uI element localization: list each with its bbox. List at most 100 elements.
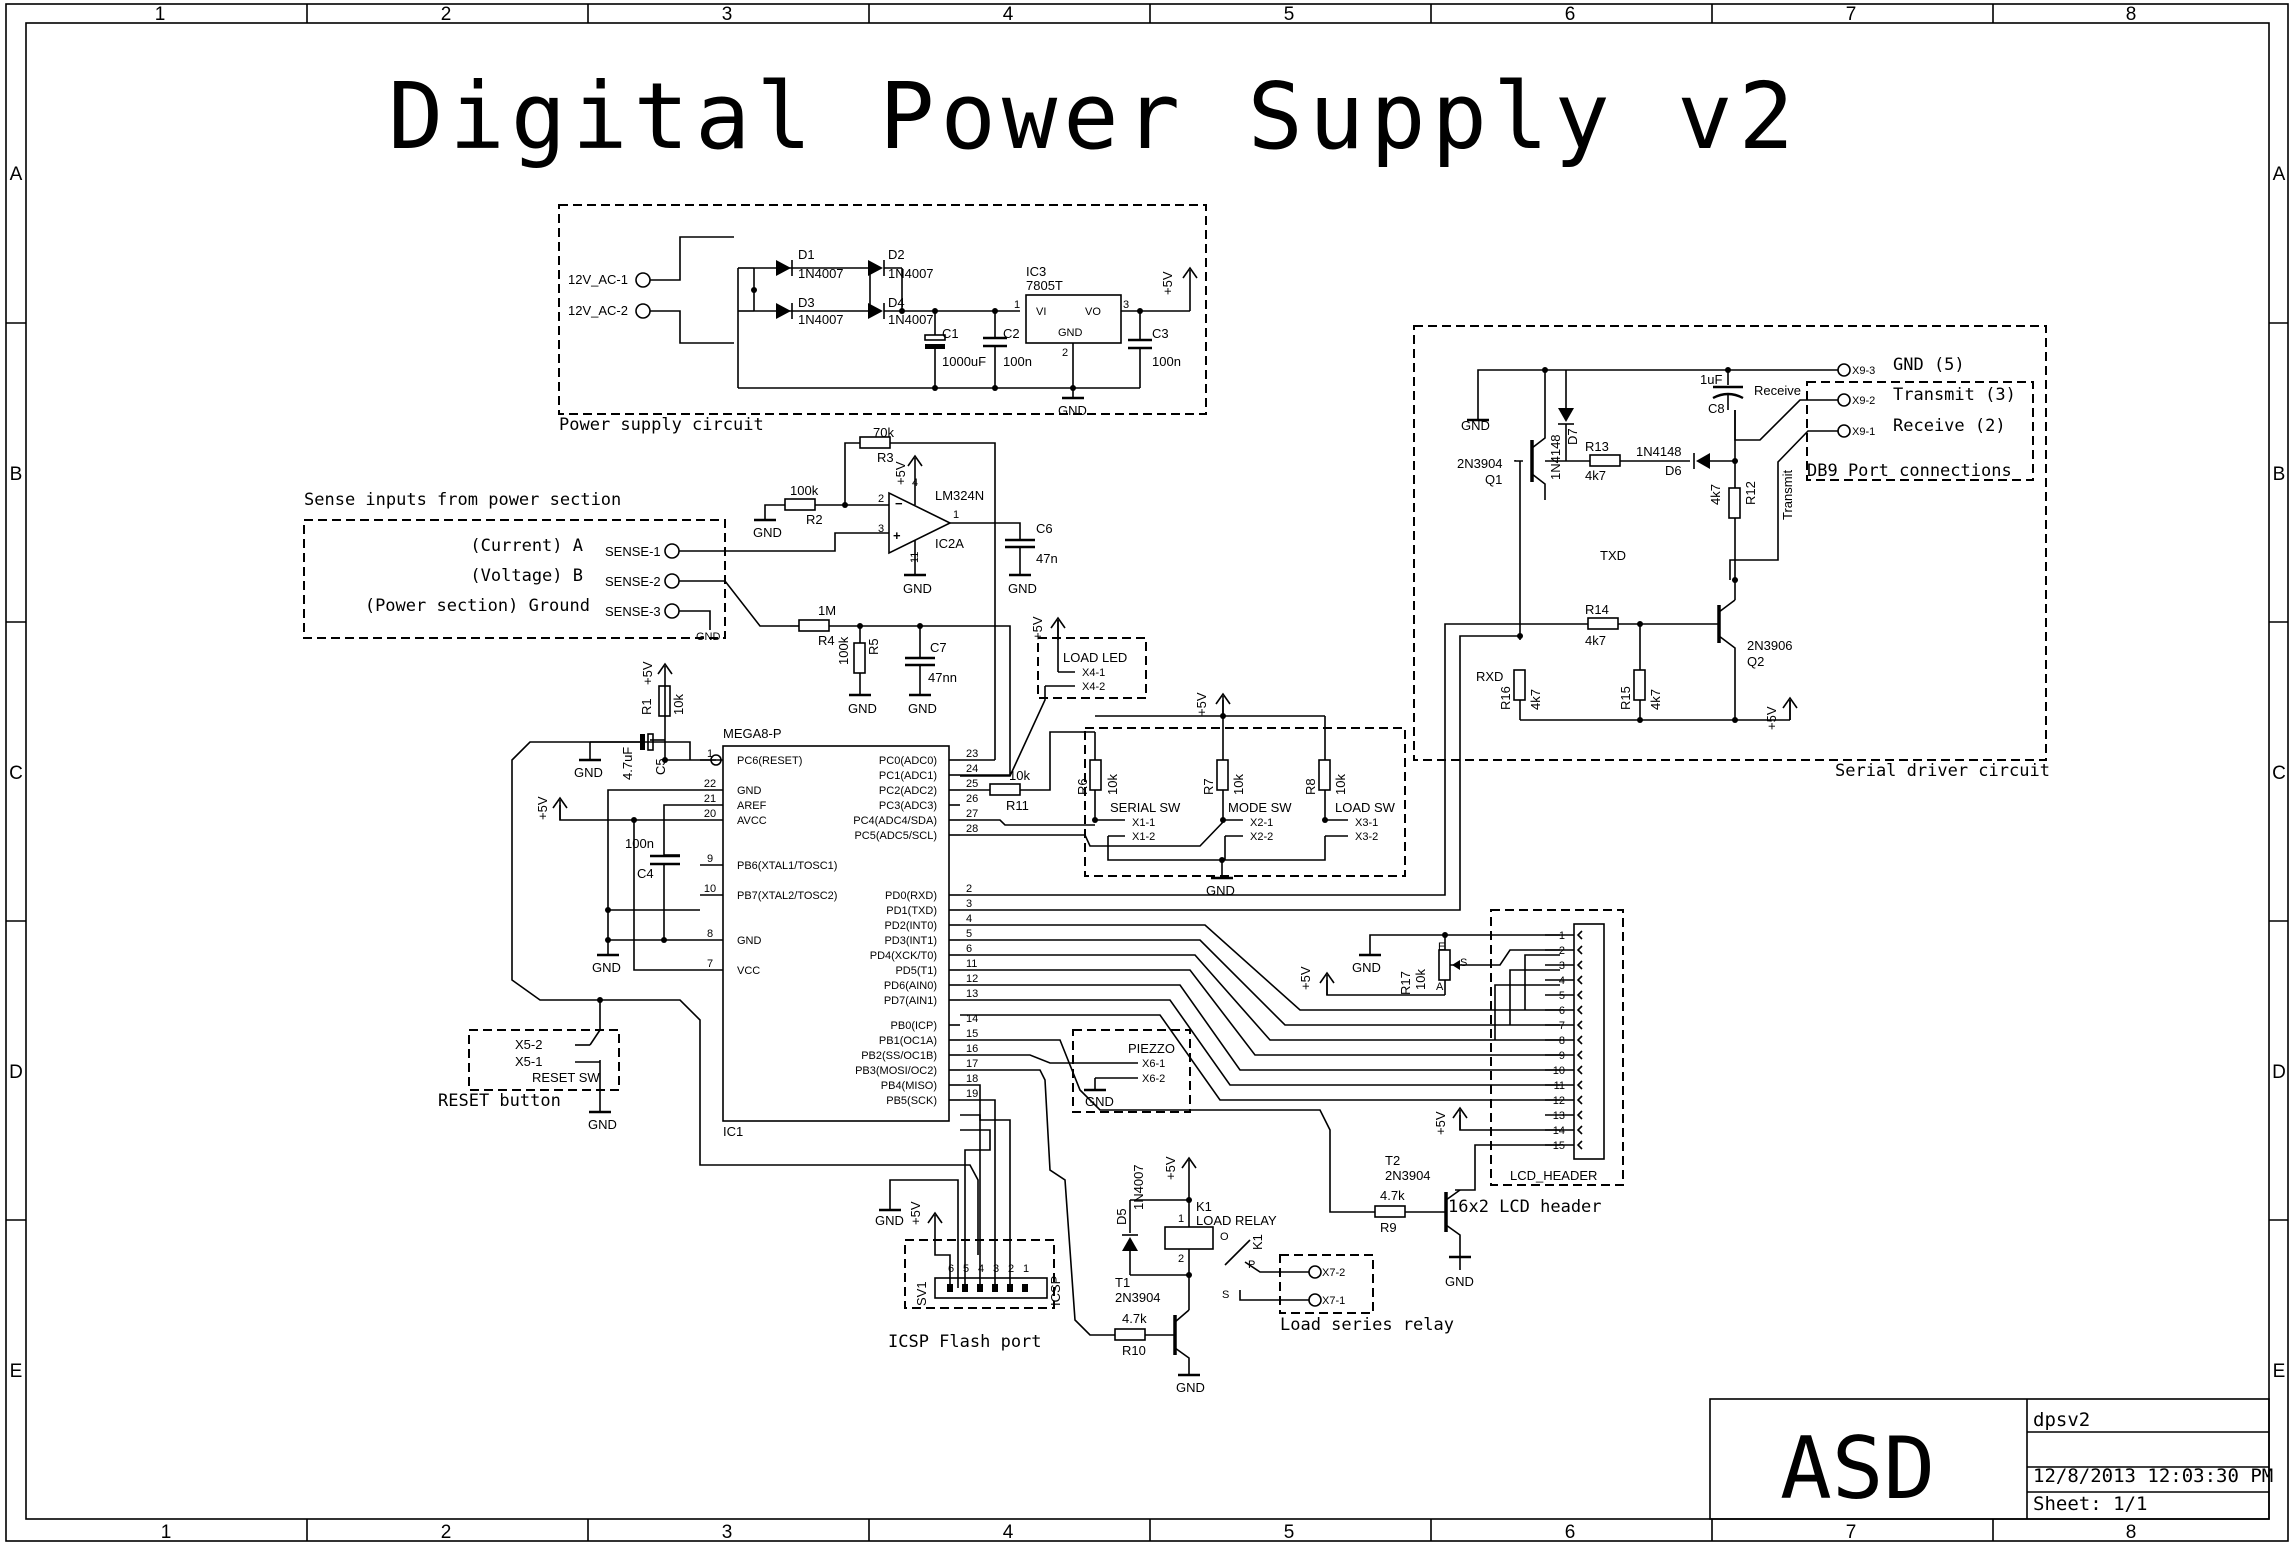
piezo-gnd-label: GND: [1085, 1094, 1114, 1109]
col-label-bottom-6: 6: [1565, 1522, 1576, 1543]
q1-ref: Q1: [1485, 472, 1502, 487]
d1-value: 1N4007: [798, 266, 844, 281]
sense-gnd-label: GND: [696, 631, 721, 643]
load-sw-label: LOAD SW: [1335, 800, 1396, 815]
lcd-bl-vcc-label: +5V: [1433, 1111, 1448, 1135]
mcu-right-pin-num: 12: [966, 973, 978, 985]
r15-value: 4k7: [1648, 689, 1663, 710]
c2-value: 100n: [1003, 354, 1032, 369]
lcd-pin-mark: [1576, 1020, 1583, 1030]
r8-value: 10k: [1333, 774, 1348, 795]
r1-vcc-label: +5V: [640, 661, 655, 685]
lcd-pin-num: 12: [1553, 1095, 1565, 1107]
r10-ref: R10: [1122, 1343, 1146, 1358]
r5-ref: R5: [866, 638, 881, 655]
mcu-right-pin-name: PC2(ADC2): [879, 785, 937, 797]
mcu-right-pin-name: PC5(ADC5/SCL): [854, 830, 937, 842]
q2-ref: Q2: [1747, 654, 1764, 669]
ic3-pin3: 3: [1123, 299, 1129, 311]
r14-value: 4k7: [1585, 633, 1606, 648]
r14-ref: R14: [1585, 602, 1609, 617]
mcu-right-pin-num: 15: [966, 1028, 978, 1040]
d6-ref: D6: [1665, 463, 1682, 478]
mode-sw-label: MODE SW: [1228, 800, 1292, 815]
r10-value: 4.7k: [1122, 1311, 1147, 1326]
title-block-logo: ASD: [1780, 1419, 1935, 1519]
r7-ref: R7: [1201, 778, 1216, 795]
title-block-name: dpsv2: [2033, 1409, 2090, 1431]
col-label-top-5: 5: [1284, 4, 1295, 25]
r17-ref: R17: [1398, 971, 1413, 995]
mcu-right-pin-name: PD6(AIN0): [884, 980, 937, 992]
lcd-pin-num: 10: [1553, 1065, 1565, 1077]
relay-vcc-label: +5V: [1163, 1156, 1178, 1180]
mcu-right-pin-name: PB1(OC1A): [879, 1035, 937, 1047]
row-label-right-d: D: [2272, 1062, 2286, 1083]
c6-ref: C6: [1036, 521, 1053, 536]
x62-label: X6-2: [1142, 1073, 1165, 1085]
lcd-pin-mark: [1576, 1005, 1583, 1015]
mcu-left-pin-name: PC6(RESET): [737, 755, 802, 767]
lcd-pin-mark: [1576, 975, 1583, 985]
col-label-bottom-3: 3: [722, 1522, 733, 1543]
icsp-pin-pad: [1022, 1284, 1028, 1292]
ac2-label: 12V_AC-2: [568, 303, 628, 318]
mcu-right-pin-num: 26: [966, 793, 978, 805]
x12-label: X1-2: [1132, 831, 1155, 843]
q1-value: 2N3904: [1457, 456, 1503, 471]
c7-gnd-label: GND: [908, 701, 937, 716]
mcu-left-pin-num: 1: [707, 748, 713, 760]
lcd-pin-mark: [1576, 960, 1583, 970]
drawing-frame: 1 2 3 4 5 6 7 8 1 2 3 4 5 6 7 8 A B C D …: [5, 3, 2289, 1543]
txd-net-label: TXD: [1600, 548, 1626, 563]
lcd-header-ref: LCD_HEADER: [1510, 1168, 1597, 1183]
k1-contact-ref: K1: [1250, 1234, 1265, 1250]
r1-ref: R1: [639, 698, 654, 715]
mcu-gnd-label: GND: [592, 960, 621, 975]
r2-value: 100k: [790, 483, 819, 498]
mcu-right-pin-num: 4: [966, 913, 972, 925]
title-block-date: 12/8/2013 12:03:30 PM: [2033, 1465, 2273, 1487]
lcd-pin-num: 2: [1559, 945, 1565, 957]
t1-ref: T1: [1115, 1275, 1130, 1290]
x32-label: X3-2: [1355, 831, 1378, 843]
k1c-s-label: S: [1222, 1289, 1229, 1301]
r11-value: 10k: [1009, 768, 1030, 783]
mcu-right-pin-name: PD3(INT1): [884, 935, 937, 947]
k1-pin1: 1: [1178, 1213, 1184, 1225]
serial-sw-label: SERIAL SW: [1110, 800, 1181, 815]
mcu-right-pin-name: PB2(SS/OC1B): [861, 1050, 937, 1062]
r2-ref: R2: [806, 512, 823, 527]
col-label-top-4: 4: [1003, 4, 1014, 25]
mcu-right-pin-num: 14: [966, 1013, 978, 1025]
ic3-pin1: 1: [1014, 299, 1020, 311]
d2-ref: D2: [888, 247, 905, 262]
mcu-name: MEGA8-P: [723, 726, 782, 741]
mcu-right-pin-name: PC1(ADC1): [879, 770, 937, 782]
r12-value: 4k7: [1708, 484, 1723, 505]
c7-value: 47nn: [928, 670, 957, 685]
lcd-pin-num: 11: [1554, 1080, 1565, 1092]
col-label-bottom-1: 1: [161, 1522, 172, 1543]
r4-ref: R4: [818, 633, 835, 648]
c1-value: 1000uF: [942, 354, 986, 369]
lcd-pin-mark: [1576, 930, 1583, 940]
power-supply-circuit: Power supply circuit 12V_AC-1 12V_AC-2 D…: [558, 204, 1207, 435]
mcu-left-pin-num: 9: [707, 853, 713, 865]
c4-value: 100n: [625, 836, 654, 851]
mcu-right-pin-num: 16: [966, 1043, 978, 1055]
x91-label: X9-1: [1852, 426, 1875, 438]
sw-vcc-label: +5V: [1194, 692, 1209, 716]
mcu-left-pin-num: 10: [704, 883, 716, 895]
c7-ref: C7: [930, 640, 947, 655]
icsp-section-label: ICSP Flash port: [888, 1332, 1042, 1352]
sense-ground-label: (Power section) Ground: [365, 596, 590, 616]
d7-ref: D7: [1565, 428, 1580, 445]
power-supply-label: Power supply circuit: [559, 415, 764, 435]
sense-voltage-label: (Voltage) B: [470, 566, 583, 586]
d3-value: 1N4007: [798, 312, 844, 327]
r7-value: 10k: [1231, 774, 1246, 795]
mcu-right-pin-num: 3: [966, 898, 972, 910]
sv1-ref: SV1: [914, 1281, 929, 1306]
